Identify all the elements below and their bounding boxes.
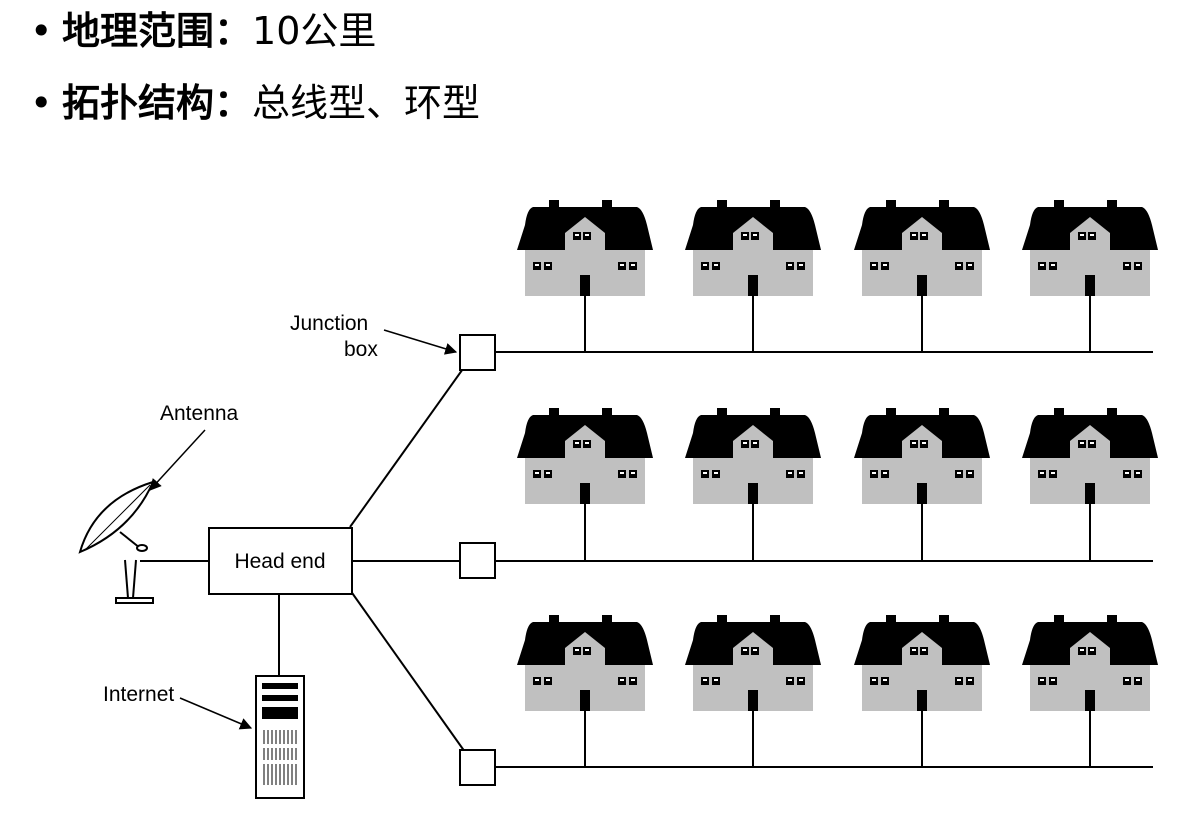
bullet-value: 10公里	[252, 9, 377, 53]
head-end-label: Head end	[234, 550, 325, 573]
bullet-value: 总线型、环型	[252, 81, 481, 125]
junction-box-top	[459, 334, 496, 371]
bullet-colon: ：	[214, 81, 253, 125]
internet-label: Internet	[103, 683, 174, 706]
houses-row-bottom	[516, 614, 1159, 769]
bullet-marker: •	[30, 81, 53, 125]
houses-row-top	[516, 199, 1159, 354]
bullet-label: 地理范围	[62, 9, 215, 53]
bullet-topology: •拓扑结构：总线型、环型	[30, 84, 480, 122]
bullet-colon: ：	[214, 9, 253, 53]
junction-box-middle	[459, 542, 496, 579]
junction-box-bottom	[459, 749, 496, 786]
internet-server-icon	[255, 675, 305, 799]
bullet-marker: •	[30, 9, 53, 53]
antenna-arrow	[149, 429, 206, 491]
junction-box-arrow	[383, 329, 458, 355]
junction-box-label: Junction box	[290, 312, 378, 361]
antenna-dish-icon	[78, 480, 155, 604]
bullet-label: 拓扑结构	[62, 81, 215, 125]
head-end-box	[208, 527, 353, 595]
cable-bus-lines	[140, 351, 1153, 768]
bullet-geographic-range: •地理范围：10公里	[30, 12, 376, 50]
antenna-label: Antenna	[160, 402, 239, 425]
houses-row-middle	[516, 407, 1159, 562]
internet-arrow	[179, 697, 253, 730]
